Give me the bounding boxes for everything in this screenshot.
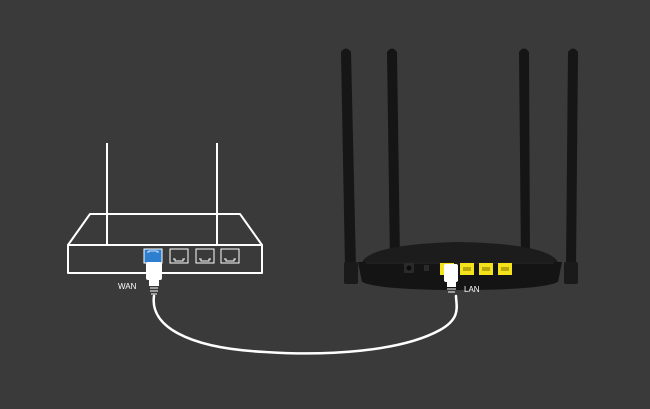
modem-front [67,244,263,274]
ethernet-cable-icon [152,294,458,355]
modem-ports [143,248,240,264]
wan-label: WAN [118,282,137,291]
router-top [362,242,558,262]
router-antenna-1 [341,48,356,268]
modem-lan-port [169,248,189,264]
lan-label: LAN [464,285,480,294]
power-icon [404,263,414,273]
modem-outline-icon [67,143,263,274]
modem-lan-port [220,248,240,264]
router-reset-button [424,265,429,271]
modem-wan-port [143,248,163,264]
router-antenna-4 [566,48,578,268]
router-antenna-3 [519,48,530,262]
router-antenna-2 [387,48,400,262]
lan-plug-icon [444,264,458,293]
wan-plug-icon [146,262,162,295]
modem-lan-port [195,248,215,264]
